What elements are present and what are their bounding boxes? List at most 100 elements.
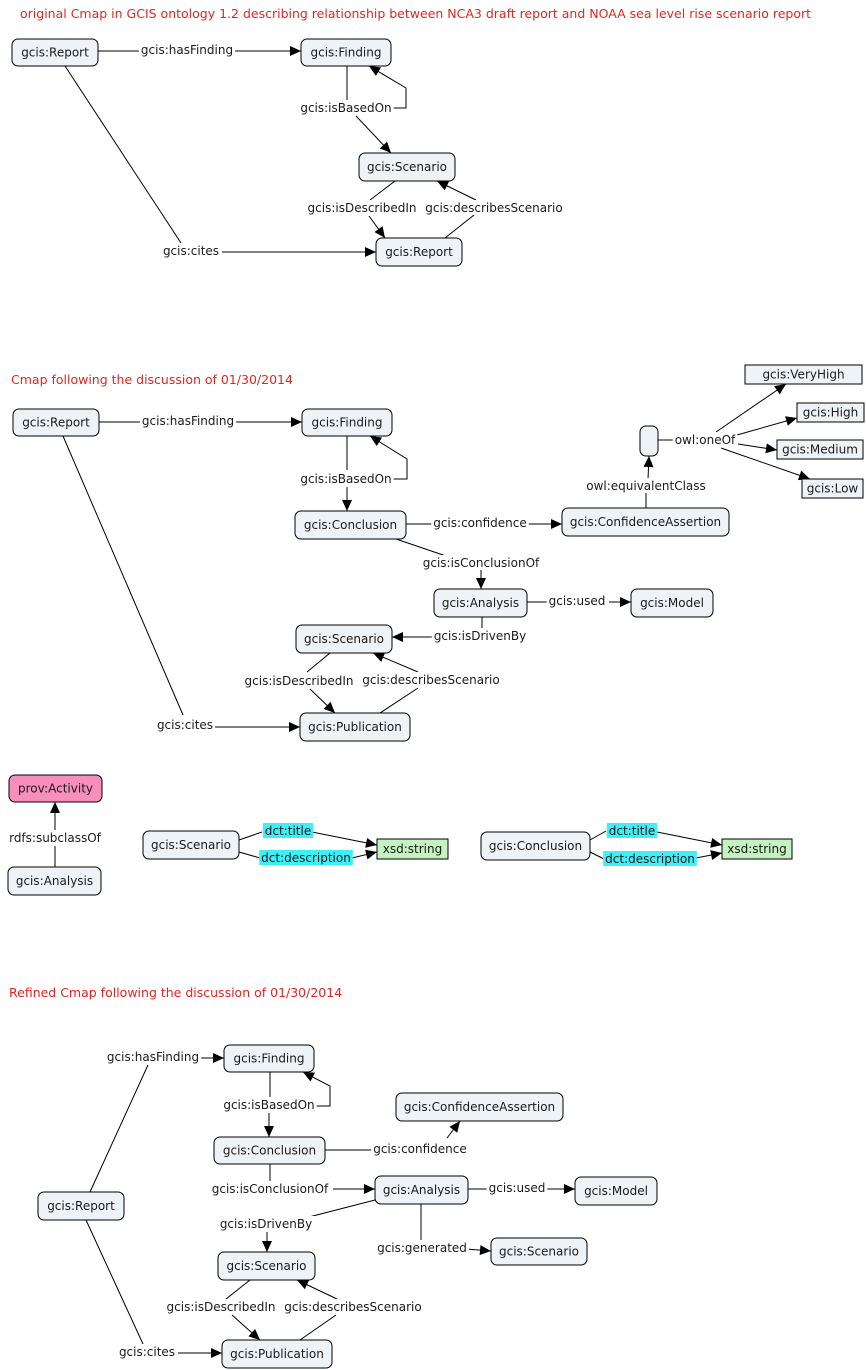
d3-label-confidence: gcis:confidence [371,1141,469,1156]
d2-edge-describes-a [379,687,419,714]
d2-label-describes: gcis:describesScenario [360,672,502,687]
d3-conclusion-node-label: gcis:Conclusion [223,1144,316,1158]
d2-low-node-label: gcis:Low [807,482,859,496]
diagram-title-original: original Cmap in GCIS ontology 1.2 descr… [20,6,812,21]
d1-label-isbasedon: gcis:isBasedOn [298,100,394,115]
d2-model-node-label: gcis:Model [640,596,704,610]
d3-model-node: gcis:Model [574,1176,658,1206]
d3-edge-describes-a [299,1314,337,1341]
d2-label-hasfinding: gcis:hasFinding [139,413,237,428]
d3-label-cites: gcis:cites [116,1344,178,1359]
svg-text:gcis:isBasedOn: gcis:isBasedOn [300,101,391,115]
d2-conclusion-node-label: gcis:Conclusion [304,518,397,532]
d2-label-confidence: gcis:confidence [431,515,529,530]
d2-publication-node-label: gcis:Publication [308,720,402,734]
svg-text:gcis:isDrivenBy: gcis:isDrivenBy [220,1217,312,1231]
d2-label-isconclusionof: gcis:isConclusionOf [420,555,542,570]
d1-edge-cites-b-arrowhead [365,247,376,257]
d2-analysis-small-node-label: gcis:Analysis [16,874,93,888]
d3-finding-node-label: gcis:Finding [234,1052,305,1066]
d2-edge-oneof-medium-arrowhead [765,443,777,454]
d2-label-isbasedon: gcis:isBasedOn [298,471,394,486]
d2-edge-isconclusionof-b-arrowhead [476,578,486,589]
d2-confidence-assertion-node-label: gcis:ConfidenceAssertion [570,515,721,529]
d2-edge-isdrivenby-b-arrowhead [392,632,403,642]
d2-scenario-small-node-label: gcis:Scenario [151,838,231,852]
d3-label-hasfinding: gcis:hasFinding [104,1049,202,1064]
d2-conclusion-small-node: gcis:Conclusion [480,831,591,861]
d2-edge-used-b-arrowhead [620,597,631,607]
d2-edge-conclusion-desc-b-arrowhead [710,850,722,860]
d3-model-node-label: gcis:Model [584,1184,648,1198]
d2-veryhigh-node-label: gcis:VeryHigh [762,368,844,382]
d1-label-describes: gcis:describesScenario [423,200,565,215]
d2-scenario-node: gcis:Scenario [295,624,393,654]
d2-edge-subclassof-b-arrowhead [50,802,60,813]
d2-label-scenario-title: dct:title [262,823,314,838]
d3-edge-generated-b-arrowhead [479,1245,491,1256]
diagram-title-discussion: Cmap following the discussion of 01/30/2… [11,372,293,387]
svg-text:gcis:cites: gcis:cites [119,1345,175,1359]
d1-edge-isdescribedin-b-arrowhead [374,226,385,238]
d3-label-generated: gcis:generated [375,1240,469,1255]
d2-edge-isbasedon-loop [369,435,408,480]
d2-finding-node: gcis:Finding [301,408,393,437]
d3-label-isbasedon: gcis:isBasedOn [221,1097,317,1112]
d2-label-oneof: owl:oneOf [672,432,738,447]
d2-edge-isdescribedin-b-arrowhead [323,701,335,713]
d1-edge-describes-a [444,214,475,239]
d3-edge-isdrivenby-a [308,1199,376,1218]
d2-report-node-label: gcis:Report [22,416,90,430]
d1-scenario-node: gcis:Scenario [358,152,456,182]
d3-label-describes: gcis:describesScenario [282,1299,424,1314]
svg-text:gcis:isBasedOn: gcis:isBasedOn [300,472,391,486]
d3-publication-node: gcis:Publication [221,1339,333,1369]
d3-edge-isdrivenby-b-arrowhead [262,1241,272,1252]
d1-edge-isbasedon-loop-arrowhead [369,66,382,76]
d1-finding-node-label: gcis:Finding [311,46,382,60]
d2-edge-scenario-desc-a [238,851,261,859]
d2-edge-oneof-veryhigh [715,383,787,433]
d1-report2-node-label: gcis:Report [385,245,453,259]
d2-label-cites: gcis:cites [154,717,216,732]
d2-label-conclusion-title: dct:title [606,823,658,838]
d2-equivalent-class-node [639,425,659,457]
d1-report2-node: gcis:Report [375,237,463,267]
d1-scenario-node-label: gcis:Scenario [367,160,447,174]
d3-edge-hasfinding-b-arrowhead [213,1053,224,1063]
d3-report-node-label: gcis:Report [47,1199,115,1213]
d2-edge-scenario-title-b [311,831,378,846]
d2-analysis-small-node: gcis:Analysis [7,866,102,896]
d1-label-isdescribedin: gcis:isDescribedIn [305,200,419,215]
d2-veryhigh-node: gcis:VeryHigh [744,364,863,385]
d2-label-isdrivenby: gcis:isDrivenBy [431,628,529,643]
svg-text:dct:description: dct:description [605,852,695,866]
svg-text:owl:oneOf: owl:oneOf [675,433,736,447]
d2-edge-confidence-b-arrowhead [551,519,562,529]
d2-edge-scenario-title-a [238,831,263,841]
svg-text:gcis:isConclusionOf: gcis:isConclusionOf [423,556,540,570]
d3-edge-confidence-b-arrowhead [449,1121,460,1133]
d2-edge-isdescribedin-a [306,652,331,673]
d2-label-used: gcis:used [546,593,608,608]
d2-finding-node-label: gcis:Finding [312,416,383,430]
d2-edge-hasfinding-b-arrowhead [291,417,302,427]
d1-label-cites: gcis:cites [160,243,222,258]
d3-confidence-assertion-node-label: gcis:ConfidenceAssertion [404,1100,555,1114]
d2-xsd-string-node-b: xsd:string [721,838,793,860]
d3-scenario-node: gcis:Scenario [217,1251,316,1281]
svg-text:gcis:describesScenario: gcis:describesScenario [425,201,562,215]
d1-finding-node: gcis:Finding [300,38,392,67]
svg-text:gcis:hasFinding: gcis:hasFinding [107,1050,199,1064]
svg-text:dct:title: dct:title [265,824,311,838]
svg-text:dct:title: dct:title [609,824,655,838]
d2-low-node: gcis:Low [801,478,864,499]
d2-analysis-node: gcis:Analysis [433,588,528,618]
d2-edge-conclusion-title-b-arrowhead [710,837,722,848]
d1-edge-isdescribedin-a [369,180,396,201]
svg-text:owl:equivalentClass: owl:equivalentClass [586,479,706,493]
d2-conclusion-small-node-label: gcis:Conclusion [489,839,582,853]
d1-edge-cites-a [64,65,182,244]
